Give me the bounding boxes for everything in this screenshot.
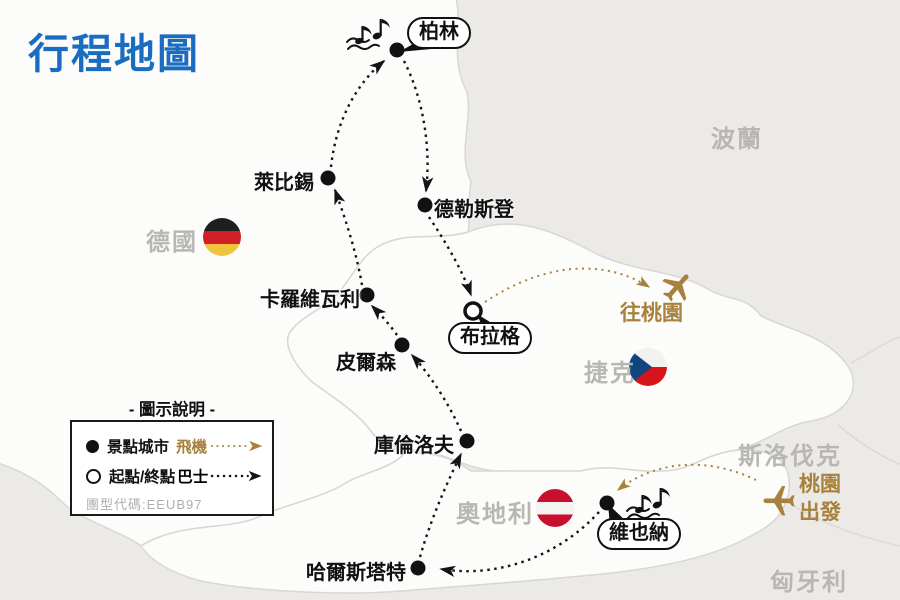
route-hallstatt-krumlov bbox=[418, 452, 463, 558]
country-label-slovakia: 斯洛伐克 bbox=[738, 443, 842, 470]
vienna-marker bbox=[599, 495, 615, 511]
country-label-austria: 奧地利 bbox=[456, 501, 534, 528]
legend-attraction-label: 景點城市 bbox=[107, 439, 170, 456]
city-label-dresden: 德勒斯登 bbox=[434, 199, 514, 221]
legend-plane-label: 飛機 bbox=[176, 439, 208, 456]
city-label-krumlov: 庫倫洛夫 bbox=[374, 435, 454, 457]
departure-flight-line2: 出發 bbox=[799, 501, 841, 525]
plane-route-sample-icon bbox=[210, 440, 262, 452]
city-label-leipzig: 萊比錫 bbox=[254, 172, 314, 194]
departure-flight-line1: 桃園 bbox=[799, 473, 841, 496]
legend-bus-label: 巴士 bbox=[177, 469, 209, 486]
legend-row-attraction: 景點城市 飛機 bbox=[86, 431, 262, 461]
attraction-city-marker-icon bbox=[86, 439, 99, 453]
route-vienna-hallstatt bbox=[439, 511, 600, 578]
route-pilsen-karlovyvary bbox=[370, 304, 398, 336]
city-bubble-vienna: 維也納 bbox=[597, 518, 681, 550]
leipzig-marker bbox=[320, 170, 336, 186]
legend-box: 景點城市 飛機 起點/終點 巴士 團型代碼:EEUB97 bbox=[70, 420, 274, 516]
city-label-hallstatt: 哈爾斯塔特 bbox=[306, 562, 406, 584]
departure-flight-label: 桃園 出發 bbox=[799, 471, 841, 528]
dresden-marker bbox=[417, 197, 433, 213]
bus-route-sample-icon bbox=[211, 470, 262, 482]
berlin-music-notes-icon bbox=[346, 19, 390, 50]
background-borders bbox=[785, 336, 900, 547]
route-krumlov-pilsen bbox=[410, 353, 463, 432]
karlovyvary-marker bbox=[359, 287, 375, 303]
czech-flag-icon bbox=[629, 348, 667, 386]
austria-flag-icon bbox=[536, 489, 574, 527]
tour-code: 團型代碼:EEUB97 bbox=[86, 497, 203, 512]
legend-terminal-label: 起點/終點 bbox=[109, 469, 176, 486]
city-bubble-prague: 布拉格 bbox=[448, 322, 532, 354]
country-label-poland: 波蘭 bbox=[711, 126, 763, 153]
page-title: 行程地圖 bbox=[28, 31, 200, 77]
country-label-czech: 捷克 bbox=[584, 360, 636, 387]
prague-marker bbox=[463, 301, 483, 321]
country-label-germany: 德國 bbox=[146, 229, 198, 256]
berlin-marker bbox=[389, 42, 405, 58]
legend-row-terminal: 起點/終點 巴士 bbox=[86, 461, 262, 491]
return-flight-label: 往桃園 bbox=[620, 302, 683, 325]
route-leipzig-berlin bbox=[329, 59, 386, 168]
vienna-music-notes-icon bbox=[626, 488, 670, 519]
route-berlin-dresden bbox=[402, 60, 434, 193]
city-label-pilsen: 皮爾森 bbox=[336, 352, 396, 374]
bus-routes bbox=[329, 59, 600, 578]
city-label-karlovyvary: 卡羅維瓦利 bbox=[260, 289, 360, 311]
country-label-hungary: 匈牙利 bbox=[770, 569, 848, 596]
city-bubble-berlin: 柏林 bbox=[407, 17, 471, 49]
pilsen-marker bbox=[394, 337, 410, 353]
city-markers bbox=[320, 42, 615, 576]
hallstatt-marker bbox=[410, 560, 426, 576]
krumlov-marker bbox=[459, 433, 475, 449]
germany-flag-icon bbox=[203, 218, 241, 256]
terminal-city-marker-icon bbox=[86, 468, 101, 484]
legend-title: - 圖示說明 - bbox=[128, 401, 216, 419]
